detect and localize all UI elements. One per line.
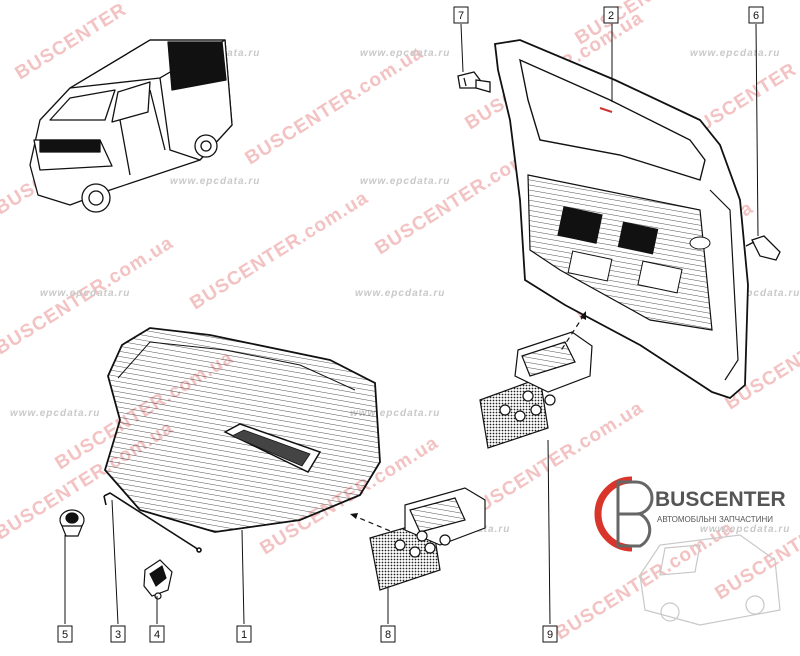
arrow-kit9-to-tailgate [559, 314, 585, 353]
watermark-epcdata: www.epcdata.ru [10, 408, 100, 419]
callout-5[interactable]: 5 [57, 625, 73, 643]
watermark-epcdata: www.epcdata.ru [690, 48, 780, 59]
callout-9[interactable]: 9 [542, 625, 558, 643]
callout-4[interactable]: 4 [149, 625, 165, 643]
latch-part-4 [143, 559, 173, 600]
fastener-kit-part-9 [479, 331, 593, 449]
svg-text:6: 6 [753, 10, 759, 22]
watermark-buscenter: BUSCENTER.com.ua [187, 187, 373, 314]
brand-tagline: АВТОМОБІЛЬНІ ЗАПЧАСТИНИ [657, 515, 773, 524]
svg-text:8: 8 [385, 629, 391, 641]
brand-name: BUSCENTER [655, 488, 786, 511]
svg-text:7: 7 [458, 10, 464, 22]
svg-text:2: 2 [608, 10, 614, 22]
clip-part-7 [457, 71, 491, 93]
watermark-epcdata: www.epcdata.ru [170, 176, 260, 187]
watermark-epcdata: www.epcdata.ru [360, 176, 450, 187]
watermark-buscenter: BUSCENTER.com.ua [242, 42, 428, 169]
svg-text:5: 5 [62, 629, 68, 641]
leader-lines [64, 23, 759, 625]
watermark-buscenter: BUSCENTER.com.ua [552, 517, 738, 644]
callout-boxes: 7 2 6 5 3 4 1 8 [57, 6, 764, 643]
watermark-epcdata: www.epcdata.ru [355, 288, 445, 299]
arrow-kit8-to-hood [351, 514, 396, 534]
callout-2[interactable]: 2 [603, 6, 619, 24]
buscenter-logo: BUSCENTER АВТОМОБІЛЬНІ ЗАПЧАСТИНИ [594, 476, 786, 626]
logo-b-mark [616, 480, 654, 516]
assembly-arrows [350, 311, 586, 534]
callout-7[interactable]: 7 [453, 6, 469, 24]
pin-part-6 [745, 235, 781, 261]
svg-text:3: 3 [115, 629, 121, 641]
tailgate-part [494, 39, 749, 400]
watermark-epcdata: www.epcdata.ru [710, 288, 800, 299]
highlighted-hood [39, 139, 101, 153]
callout-1[interactable]: 1 [236, 625, 252, 643]
watermark-epcdata: www.epcdata.ru [350, 408, 440, 419]
prop-rod-part-3 [103, 492, 202, 553]
svg-text:9: 9 [547, 629, 553, 641]
hood-part [103, 327, 381, 533]
svg-text:1: 1 [241, 629, 247, 641]
watermark-epcdata: www.epcdata.ru [700, 524, 790, 535]
logo-van-silhouette [639, 534, 781, 626]
clip-part-5 [59, 509, 85, 537]
callout-8[interactable]: 8 [380, 625, 396, 643]
watermark-epcdata: www.epcdata.ru [360, 48, 450, 59]
fastener-kit-part-8 [369, 487, 486, 591]
svg-text:4: 4 [154, 629, 160, 641]
callout-3[interactable]: 3 [110, 625, 126, 643]
van-thumbnail [29, 39, 233, 213]
callout-6[interactable]: 6 [748, 6, 764, 24]
watermark-epcdata: www.epcdata.ru [40, 288, 130, 299]
